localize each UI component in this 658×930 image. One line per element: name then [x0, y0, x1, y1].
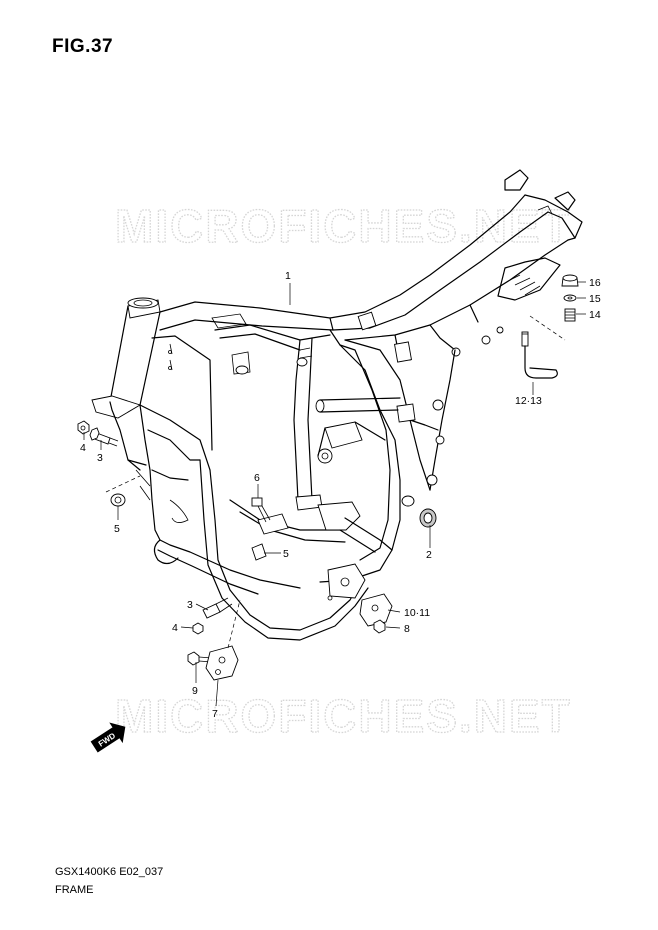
callout-2: 2	[426, 549, 432, 561]
spring-part-14	[564, 308, 576, 322]
washer-part-15	[563, 294, 577, 302]
bolt-part-3-lower	[202, 597, 233, 619]
callout-16: 16	[589, 277, 601, 289]
callout-15: 15	[589, 293, 601, 305]
callout-6: 6	[254, 472, 260, 484]
bolt-part-8	[373, 619, 386, 634]
callout-10-11: 10·11	[404, 607, 430, 619]
callout-5-upper: 5	[114, 523, 120, 535]
frame-assembly	[91, 169, 583, 641]
callout-9: 9	[192, 685, 198, 697]
callout-7: 7	[212, 708, 218, 720]
watermark-top: MICROFICHES.NET	[115, 200, 572, 252]
nut-part-4-lower	[192, 622, 204, 635]
bracket-part-7	[205, 599, 241, 681]
diagram-code: GSX1400K6 E02_037	[55, 866, 164, 878]
watermark-bottom: MICROFICHES.NET	[115, 690, 572, 742]
grommet-part-2	[401, 495, 437, 528]
bolt-part-3-upper	[89, 427, 119, 447]
callout-12-13: 12·13	[515, 395, 542, 407]
collar-part-5-lower	[251, 543, 267, 561]
collar-part-5-upper	[105, 475, 141, 507]
leader-lines	[83, 281, 586, 707]
figure-title: FIG.37	[52, 36, 114, 57]
callout-14: 14	[589, 309, 601, 321]
bracket-part-10-11	[359, 593, 393, 627]
hook-part-12-13	[521, 315, 566, 379]
nut-part-16	[561, 274, 579, 287]
callout-4-upper: 4	[80, 442, 86, 454]
callout-1: 1	[285, 270, 291, 282]
diagram-name: FRAME	[55, 884, 94, 896]
callout-3-upper: 3	[97, 452, 103, 464]
bolt-part-6	[251, 497, 271, 523]
callout-5-lower: 5	[283, 548, 289, 560]
callout-8: 8	[404, 623, 410, 635]
nut-part-4-upper	[77, 420, 90, 435]
callout-4-lower: 4	[172, 622, 178, 634]
callout-3-lower: 3	[187, 599, 193, 611]
bolt-part-9	[187, 651, 213, 666]
